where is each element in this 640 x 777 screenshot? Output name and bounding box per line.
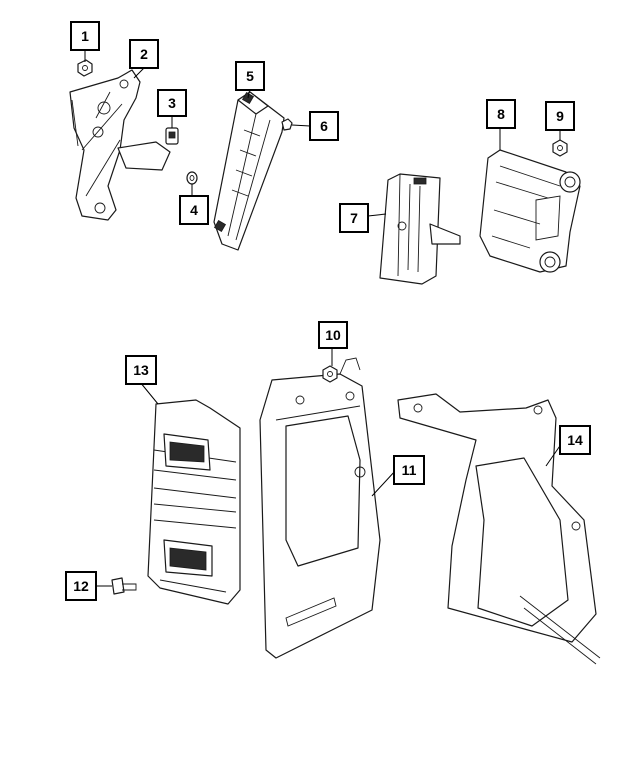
svg-text:7: 7 xyxy=(350,210,358,226)
part-12-bolt xyxy=(111,577,137,595)
part-14-bracket xyxy=(397,393,601,665)
part-10-nut xyxy=(322,365,338,383)
svg-text:5: 5 xyxy=(246,68,254,84)
callout-8: 8 xyxy=(486,99,516,129)
callout-7: 7 xyxy=(339,203,369,233)
svg-text:6: 6 xyxy=(320,118,328,134)
part-2-bracket xyxy=(69,69,171,221)
svg-text:4: 4 xyxy=(190,202,198,218)
callout-11: 11 xyxy=(393,455,425,485)
callout-14: 14 xyxy=(559,425,591,455)
callout-9: 9 xyxy=(545,101,575,131)
svg-text:11: 11 xyxy=(402,462,417,478)
part-6-nut xyxy=(281,118,293,131)
callout-2: 2 xyxy=(129,39,159,69)
part-11-plate xyxy=(259,357,381,659)
callout-4: 4 xyxy=(179,195,209,225)
part-3-clip xyxy=(165,127,179,145)
part-4-nut xyxy=(186,171,198,185)
svg-text:1: 1 xyxy=(81,28,89,44)
part-7-module xyxy=(379,173,461,285)
svg-text:14: 14 xyxy=(567,432,583,448)
callout-12: 12 xyxy=(65,571,97,601)
part-9-nut xyxy=(552,139,568,157)
callout-5: 5 xyxy=(235,61,265,91)
svg-text:10: 10 xyxy=(325,327,341,343)
callout-3: 3 xyxy=(157,89,187,117)
callout-13: 13 xyxy=(125,355,157,385)
svg-text:9: 9 xyxy=(556,108,564,124)
svg-text:2: 2 xyxy=(140,46,148,62)
part-8-module xyxy=(479,149,581,273)
part-5-module xyxy=(213,91,285,251)
svg-text:8: 8 xyxy=(497,106,505,122)
part-1-nut xyxy=(77,59,93,77)
callout-6: 6 xyxy=(309,111,339,141)
svg-text:3: 3 xyxy=(168,95,176,111)
callout-1: 1 xyxy=(70,21,100,51)
callout-10: 10 xyxy=(318,321,348,349)
svg-text:13: 13 xyxy=(133,362,149,378)
part-13-ecm xyxy=(147,399,241,605)
leader-lines xyxy=(84,50,565,587)
svg-text:12: 12 xyxy=(73,578,89,594)
